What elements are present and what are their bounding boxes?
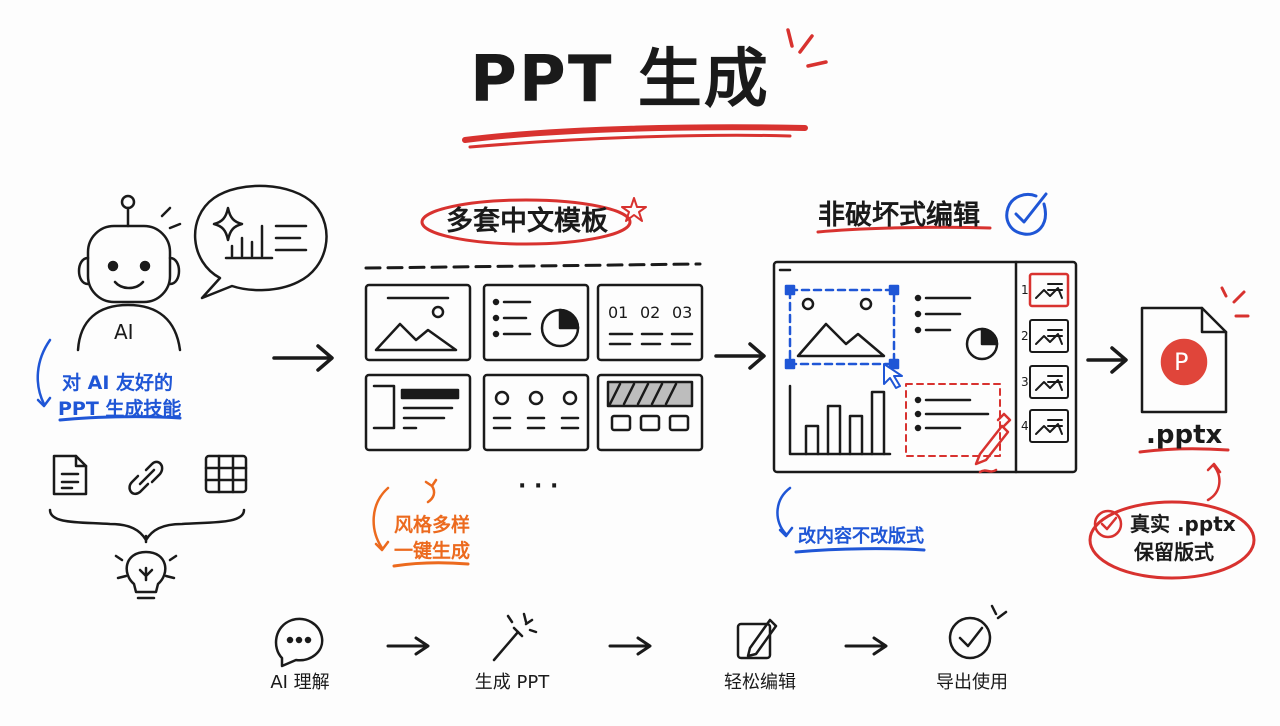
editor-text-lines: [914, 294, 999, 361]
robot-icon: [76, 194, 182, 352]
star-icon: [621, 197, 647, 222]
slide-number-1: 1: [1021, 283, 1029, 297]
speech-bubble-icon: [193, 184, 328, 300]
document-icon: [52, 454, 88, 496]
templates-header: 多套中文模板: [446, 206, 608, 237]
templates-note-arrow-icon: [372, 478, 438, 552]
slide-number-3: 3: [1021, 375, 1029, 389]
editor-bar-chart: [788, 384, 892, 456]
robot-badge: AI: [114, 320, 134, 344]
template-number-1: 01: [608, 303, 629, 322]
chat-bubble-icon: [274, 617, 324, 668]
ai-note-line1: 对 AI 友好的: [62, 372, 174, 394]
flow-arrow-3: [1086, 346, 1128, 374]
template-card-1: [364, 283, 472, 362]
table-icon: [204, 454, 248, 494]
template-card-4: [364, 373, 472, 452]
pptx-label-underline: [1138, 447, 1230, 454]
title-sparkle-icon: [786, 28, 828, 68]
templates-note-line1: 风格多样: [394, 514, 471, 536]
templates-note-underline: [392, 561, 470, 568]
selected-image-block: [784, 284, 900, 370]
flow-label-export-use: 导出使用: [936, 672, 1008, 693]
page-title: PPT 生成: [470, 43, 770, 117]
template-card-2: [482, 283, 590, 362]
output-note-line2: 保留版式: [1134, 540, 1214, 564]
editing-header: 非破坏式编辑: [818, 200, 980, 231]
pptx-icon-letter: P: [1174, 348, 1189, 376]
pen-icon: [974, 412, 1012, 474]
flow-label-easy-edit: 轻松编辑: [724, 672, 796, 693]
slide-thumbnails: [1028, 272, 1070, 443]
templates-header-ellipse: [420, 198, 632, 246]
lightbulb-icon: [114, 534, 178, 600]
edit-pencil-icon: [736, 618, 778, 660]
editing-note: 改内容不改版式: [798, 526, 924, 547]
output-note-line1: 真实 .pptx: [1130, 512, 1236, 536]
editing-note-arrow-icon: [776, 486, 794, 538]
template-card-6: [596, 373, 704, 452]
flow-label-ai-understand: AI 理解: [270, 672, 330, 693]
pptx-file-icon: [1140, 306, 1228, 414]
edited-text-block: [905, 383, 1001, 457]
flow-arrow-c: [844, 636, 888, 656]
output-note-arrow-icon: [1206, 462, 1222, 502]
check-badge-icon: [1005, 192, 1048, 236]
template-number-2: 02: [640, 303, 661, 322]
slide-number-2: 2: [1021, 329, 1029, 343]
output-note-ellipse: [1088, 500, 1256, 580]
title-underline: [462, 124, 808, 149]
cursor-icon: [883, 363, 903, 389]
template-card-5: [482, 373, 590, 452]
editing-header-underline: [816, 225, 992, 234]
ai-note-arrow-icon: [36, 338, 52, 408]
flow-arrow-1: [272, 344, 334, 372]
flow-label-generate-ppt: 生成 PPT: [474, 672, 550, 693]
template-number-3: 03: [672, 303, 693, 322]
templates-more-ellipsis: · · ·: [518, 474, 559, 499]
file-sparkle-icon: [1220, 286, 1250, 318]
check-circle-icon: [948, 604, 1008, 660]
slide-number-4: 4: [1021, 419, 1029, 433]
ai-note-underline: [58, 415, 182, 422]
red-check-icon: [1093, 509, 1123, 539]
templates-note-line2: 一键生成: [394, 540, 471, 562]
link-icon: [128, 460, 164, 496]
magic-wand-icon: [492, 612, 538, 662]
flow-arrow-a: [386, 636, 430, 656]
pptx-file-label: .pptx: [1146, 420, 1223, 450]
flow-arrow-2: [714, 342, 766, 370]
ai-note-line2: PPT 生成技能: [58, 398, 182, 420]
editor-window: [772, 260, 1078, 474]
flow-arrow-b: [608, 636, 652, 656]
template-card-3: [596, 283, 704, 362]
editing-note-underline: [794, 547, 926, 554]
templates-top-line: [364, 262, 702, 270]
